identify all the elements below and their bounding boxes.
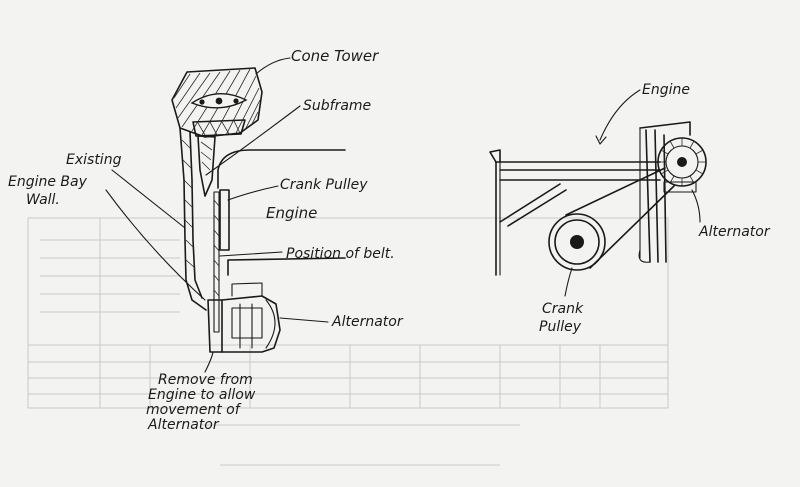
label-remove-line-1: Remove from [158,372,253,388]
label-remove-line-4: Alternator [147,417,220,433]
label-subframe: Subframe [303,98,371,114]
label-engine-bay: Engine Bay [8,174,88,190]
label-crank-right-line-2: Pulley [539,319,582,335]
label-crank-pulley: Crank Pulley [280,177,368,193]
label-wall: Wall. [26,192,60,208]
engine-bay-wall [179,127,207,311]
label-crank-right-line-1: Crank [542,301,584,317]
alternator-left [221,282,281,353]
engine-frame-right [489,121,691,276]
label-engine-left: Engine [266,204,317,222]
label-remove-line-3: movement of [146,402,242,418]
label-existing: Existing [66,152,122,168]
alternator-right [657,137,707,193]
leader-lines-right [564,89,701,297]
label-alternator-right: Alternator [698,224,771,240]
leader-lines-left [105,57,329,373]
label-engine-right: Engine [642,82,690,98]
cone-tower [171,67,263,138]
crank-pulley-right [548,167,675,271]
label-cone-tower: Cone Tower [291,47,379,65]
label-position-of-belt: Position of belt. [286,246,395,262]
label-remove-line-2: Engine to allow [148,387,256,403]
subframe-bracket [192,119,246,197]
label-alternator-left: Alternator [331,314,404,330]
bleed-through-table [27,217,669,466]
